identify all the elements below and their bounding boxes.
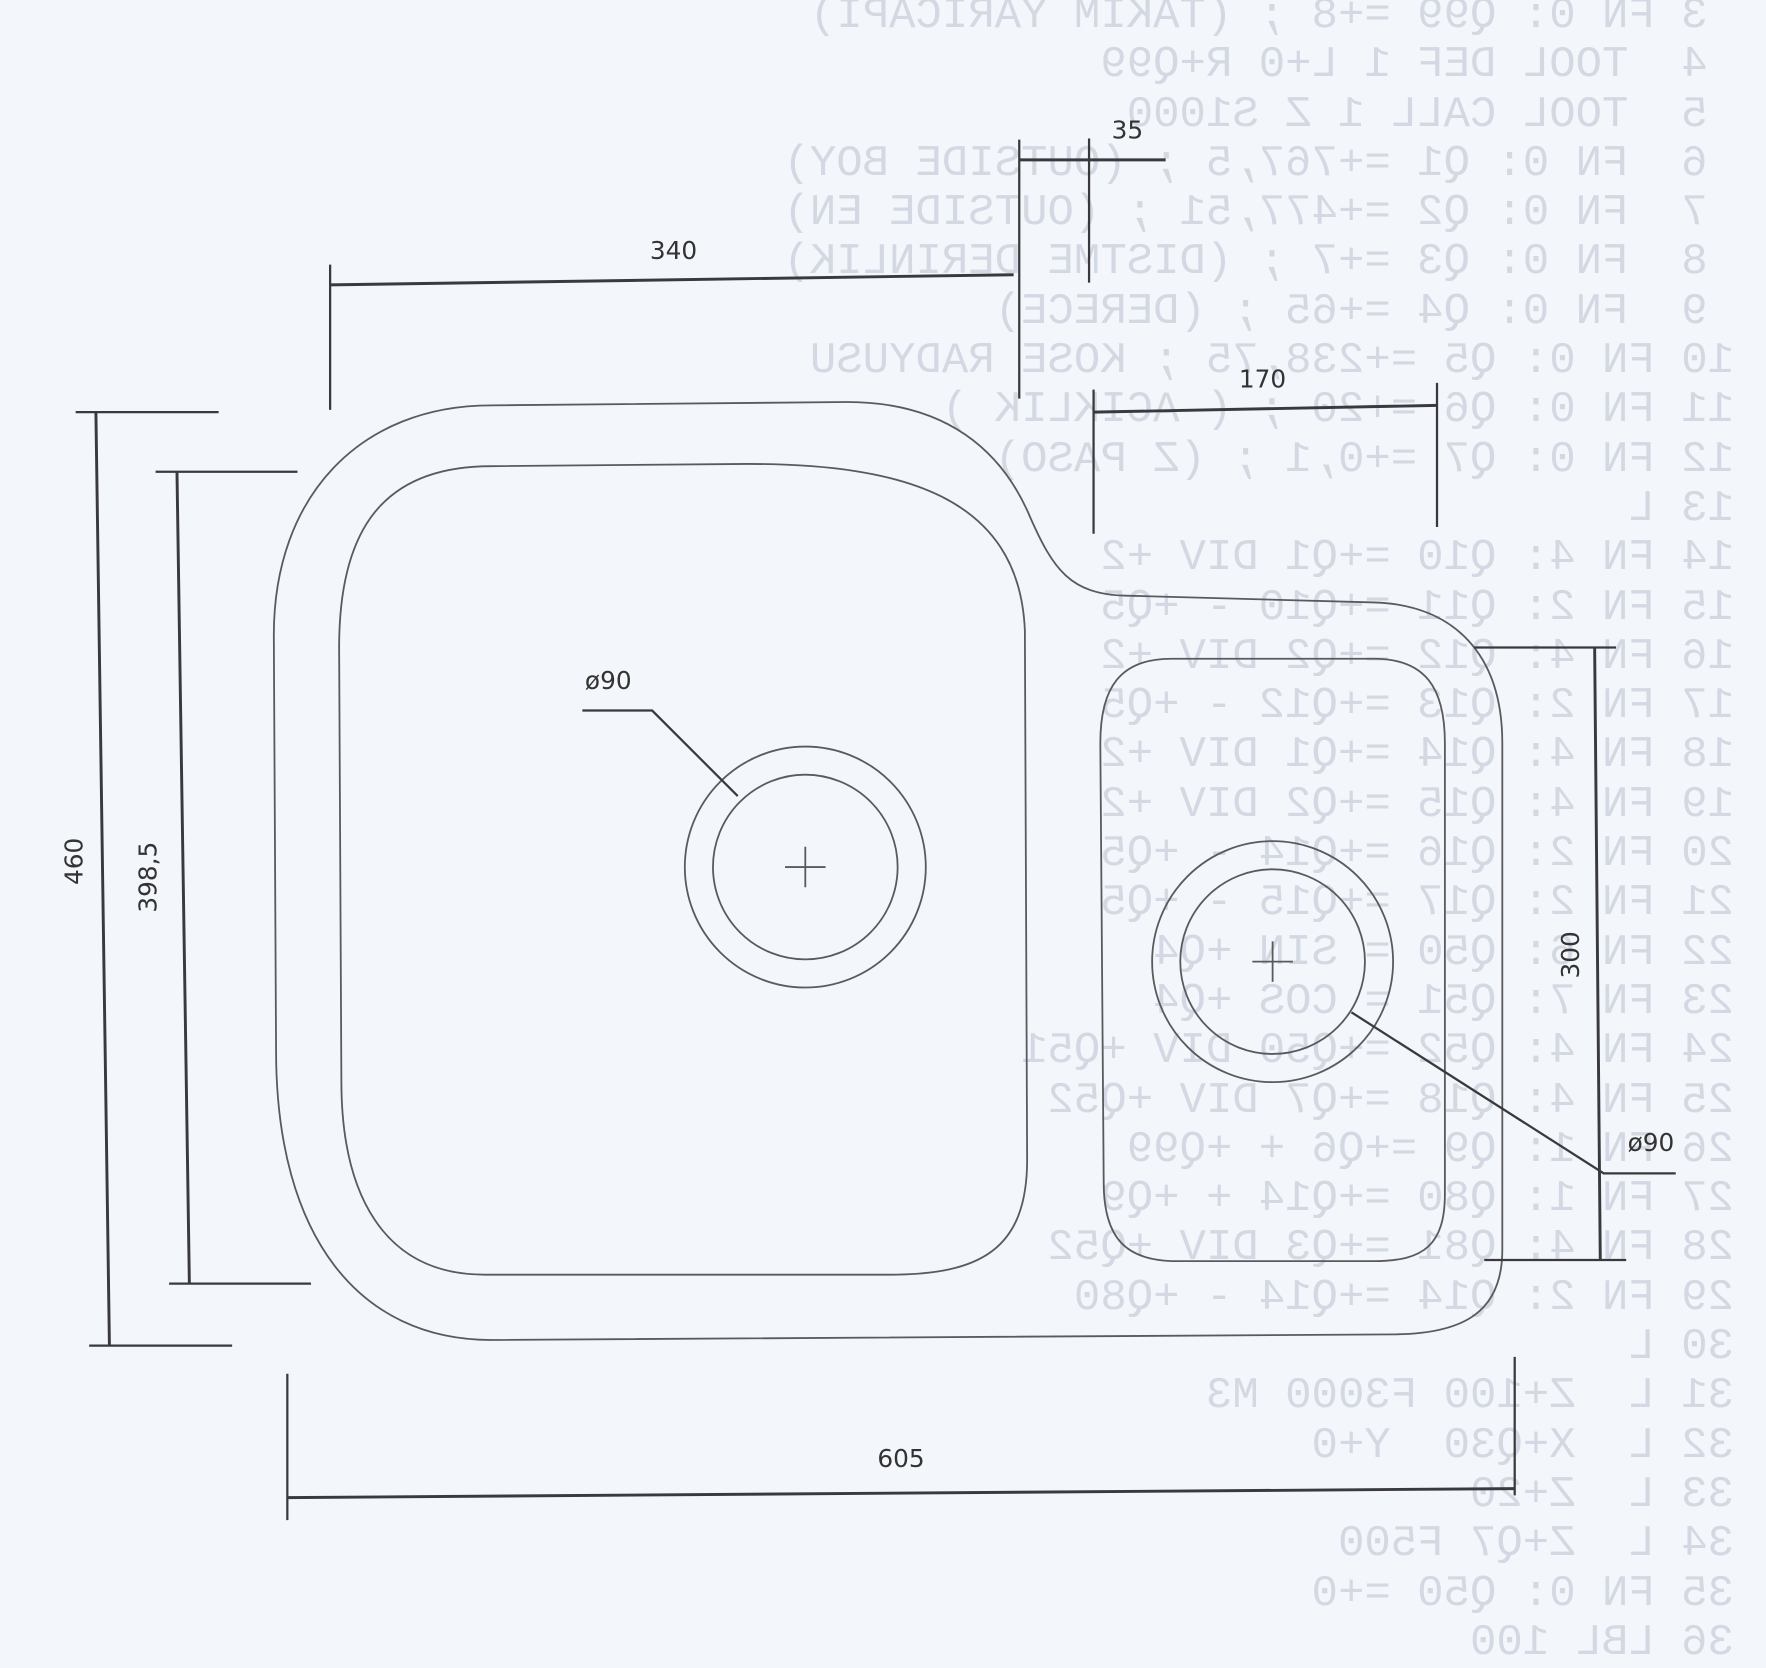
drain-left-leader-line <box>582 709 739 797</box>
dimension-398-5: 398,5 <box>134 470 311 1285</box>
dimension-460-label: 460 <box>59 838 88 885</box>
drain-right-label: ø90 <box>1628 1128 1675 1157</box>
dimension-605-label: 605 <box>877 1444 924 1473</box>
dimension-340: 340 <box>328 236 1014 410</box>
drain-outer-ring <box>683 745 927 989</box>
drain-left-label: ø90 <box>585 666 632 695</box>
drain-right-leader-line <box>1350 1011 1676 1175</box>
dimension-398-5-label: 398,5 <box>134 842 163 913</box>
dimension-170-label: 170 <box>1239 364 1286 393</box>
dimension-35: 35 <box>1018 116 1166 399</box>
large-bowl-inner-contour <box>338 463 1029 1276</box>
dimension-340-label: 340 <box>650 236 697 265</box>
dimension-170: 170 <box>1092 364 1439 534</box>
drain-inner-ring <box>1179 868 1366 1055</box>
small-bowl-drain <box>1151 840 1394 1084</box>
drain-inner-ring <box>712 773 899 961</box>
dimension-605: 605 <box>286 1356 1516 1521</box>
dimension-300: 300 <box>1474 646 1627 1262</box>
drain-outer-ring <box>1151 840 1394 1084</box>
dimension-460: 460 <box>59 411 233 1347</box>
large-bowl-drain <box>683 745 927 989</box>
sink-outer-contour <box>272 401 1504 1341</box>
dimension-300-label: 300 <box>1556 931 1585 978</box>
center-cross-icon <box>1252 941 1293 982</box>
small-bowl-inner-contour <box>1099 657 1446 1263</box>
dimension-35-label: 35 <box>1112 116 1144 145</box>
center-cross-icon <box>785 846 826 888</box>
